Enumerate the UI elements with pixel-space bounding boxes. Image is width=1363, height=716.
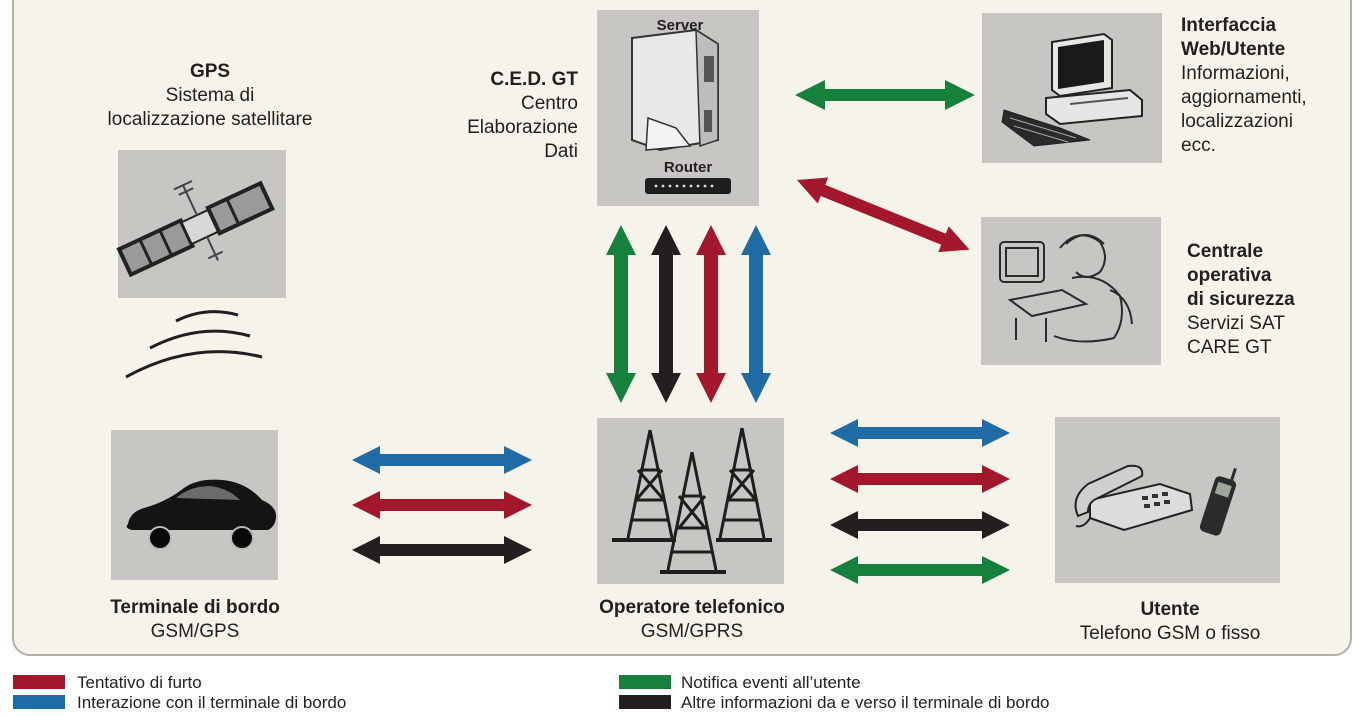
arrow-vertical-black [651,225,681,403]
security-title3: di sicurezza [1187,289,1295,310]
computer-icon [1001,32,1143,147]
web-line3: localizzazioni [1181,111,1293,132]
security-label-block: Centrale operativa di sicurezza Servizi … [1187,240,1347,360]
telephones-icon [1074,464,1237,536]
security-title1: Centrale [1187,241,1264,262]
arrow-vertical-green [606,225,636,403]
terminal-label-block: Terminale di bordo GSM/GPS [80,596,310,644]
user-label-block: Utente Telefono GSM o fisso [1040,598,1300,646]
legend-swatch-blue [13,695,65,709]
operator-sub: GSM/GPRS [640,621,744,642]
server-label: Server [656,17,704,34]
arrow-user-black [830,511,1010,539]
legend-label-black: Altre informazioni da e verso il termina… [681,693,1050,712]
web-line4: ecc. [1181,135,1216,156]
web-line2: aggiornamenti, [1181,87,1307,108]
arrow-user-blue [830,419,1010,447]
car-icon [126,479,277,550]
legend-label-red: Tentativo di furto [77,673,202,692]
arrow-user-red [830,465,1010,493]
router-icon [645,178,731,194]
router-label: Router [663,159,713,176]
server-icon [631,28,719,152]
web-title1: Interfaccia [1181,15,1277,36]
web-title2: Web/Utente [1181,39,1286,60]
arrow-vertical-red [696,225,726,403]
terminal-sub: GSM/GPS [150,621,240,642]
gps-line2: localizzazione satellitare [107,109,313,130]
arrow-vertical-blue [741,225,771,403]
arrow-terminal-red [352,491,532,519]
arrow-terminal-black [352,536,532,564]
operator-label-block: Operatore telefonico GSM/GPRS [560,596,824,644]
gps-label-block: GPS Sistema di localizzazione satellitar… [100,60,320,132]
satellite-icon [116,180,275,278]
security-line1: Servizi SAT [1187,313,1285,334]
gps-signal-waves-icon [125,310,263,379]
legend-label-blue: Interazione con il terminale di bordo [77,693,347,712]
user-sub: Telefono GSM o fisso [1079,623,1261,644]
antenna-towers-icon [612,427,772,574]
legend-swatch-green [619,675,671,689]
ced-title: C.E.D. GT [490,69,578,90]
arrow-user-green [830,556,1010,584]
arrow-server-security [797,177,970,253]
terminal-title: Terminale di bordo [110,597,280,618]
operator-icon [999,234,1133,343]
legend-label-green: Notifica eventi all’utente [681,673,861,692]
arrow-terminal-blue [352,446,532,474]
gps-line1: Sistema di [165,85,255,106]
operator-title: Operatore telefonico [599,597,785,618]
arrow-server-web [795,80,975,110]
legend-swatch-red [13,675,65,689]
user-title: Utente [1140,599,1200,620]
web-line1: Informazioni, [1181,63,1290,84]
web-label-block: Interfaccia Web/Utente Informazioni, agg… [1181,14,1351,158]
ced-label-block: C.E.D. GT Centro Elaborazione Dati [420,68,578,164]
legend-swatch-black [619,695,671,709]
gps-title: GPS [189,61,231,82]
security-line2: CARE GT [1187,337,1272,358]
ced-line3: Dati [544,141,578,162]
security-title2: operativa [1187,265,1272,286]
ced-line2: Elaborazione [467,117,578,138]
ced-line1: Centro [520,93,578,114]
